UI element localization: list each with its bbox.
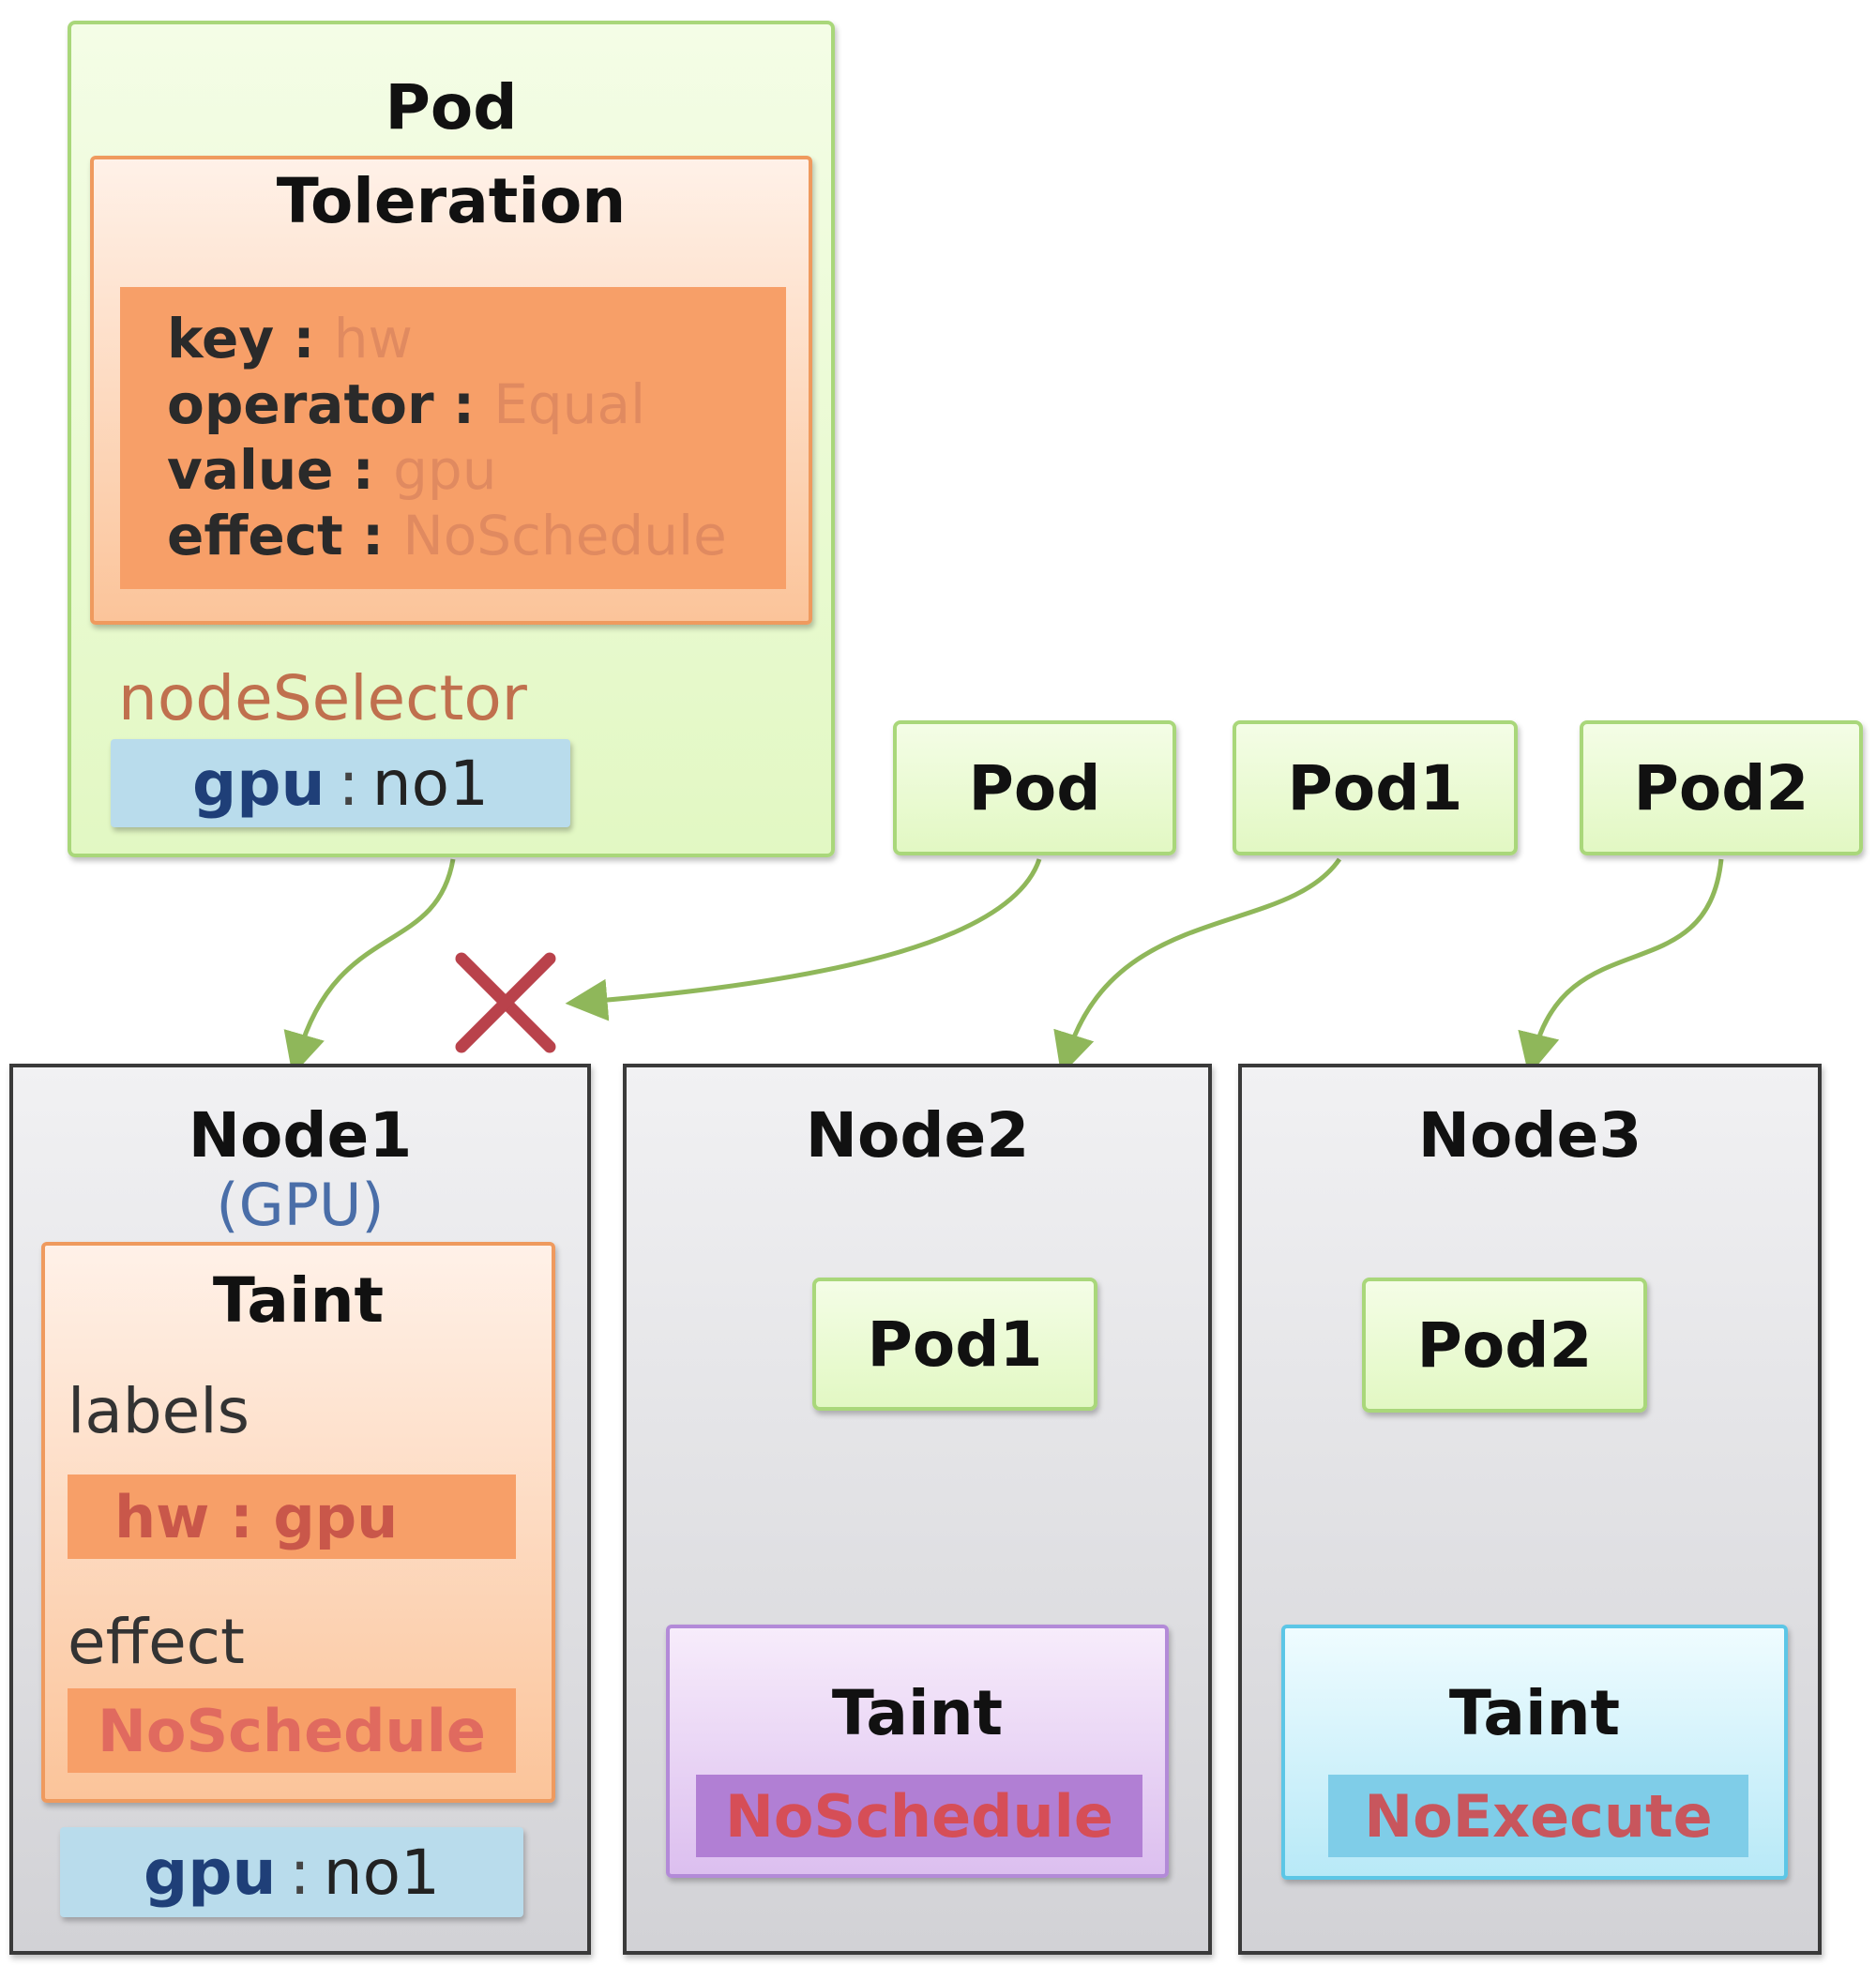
node3-taint-title: Taint <box>1448 1677 1621 1749</box>
node2-taint-effect: NoSchedule <box>696 1775 1142 1857</box>
pod-title: Pod <box>385 71 518 144</box>
node1-label: gpu:no1 <box>60 1827 523 1917</box>
pod1-box: Pod1 <box>1233 720 1518 855</box>
node1-taint-title: Taint <box>212 1264 385 1337</box>
toleration-field-key: key : hw <box>167 307 413 371</box>
node1-taint-labels-heading: labels <box>68 1375 250 1447</box>
node3: Node3 Pod2 Taint NoExecute <box>1238 1064 1822 1955</box>
toleration-fields: key : hw operator : Equal value : gpu ef… <box>120 287 786 589</box>
arrow-pod2-to-node3 <box>1518 858 1724 1076</box>
node1-taint-label: hw : gpu <box>68 1474 516 1559</box>
pod-with-toleration: Pod Toleration key : hw operator : Equal… <box>68 21 835 857</box>
pod2-box: Pod2 <box>1580 720 1863 855</box>
toleration-box: Toleration key : hw operator : Equal val… <box>90 156 812 625</box>
node2-title: Node2 <box>805 1099 1030 1172</box>
node-selector-label: gpu:no1 <box>111 739 570 827</box>
toleration-field-value: value : gpu <box>167 438 497 502</box>
node3-pod2: Pod2 <box>1362 1278 1647 1413</box>
arrow-pod-to-node1 <box>283 858 456 1076</box>
toleration-field-effect: effect : NoSchedule <box>167 504 727 567</box>
node3-taint-effect: NoExecute <box>1328 1775 1748 1857</box>
cross-icon <box>455 952 556 1053</box>
node1-title: Node1 <box>188 1099 413 1172</box>
arrow-pod-to-blocked <box>565 858 1042 1021</box>
node3-title: Node3 <box>1417 1099 1642 1172</box>
node1: Node1 (GPU) Taint labels hw : gpu effect… <box>9 1064 591 1955</box>
toleration-field-operator: operator : Equal <box>167 372 646 436</box>
arrow-pod1-to-node2 <box>1053 857 1342 1076</box>
toleration-title: Toleration <box>276 165 627 237</box>
node1-taint-effect: NoSchedule <box>68 1688 516 1773</box>
node2: Node2 Pod1 Taint NoSchedule <box>623 1064 1212 1955</box>
pod-box: Pod <box>893 720 1176 855</box>
node2-taint-title: Taint <box>831 1677 1004 1749</box>
node2-pod1: Pod1 <box>812 1278 1097 1411</box>
node1-subtitle: (GPU) <box>216 1171 385 1239</box>
node-selector-heading: nodeSelector <box>118 662 527 734</box>
node1-taint-effect-heading: effect <box>68 1606 245 1678</box>
node1-taint-box: Taint labels hw : gpu effect NoSchedule <box>41 1242 555 1803</box>
node2-taint-box: Taint NoSchedule <box>666 1625 1169 1878</box>
node3-taint-box: Taint NoExecute <box>1281 1625 1788 1880</box>
